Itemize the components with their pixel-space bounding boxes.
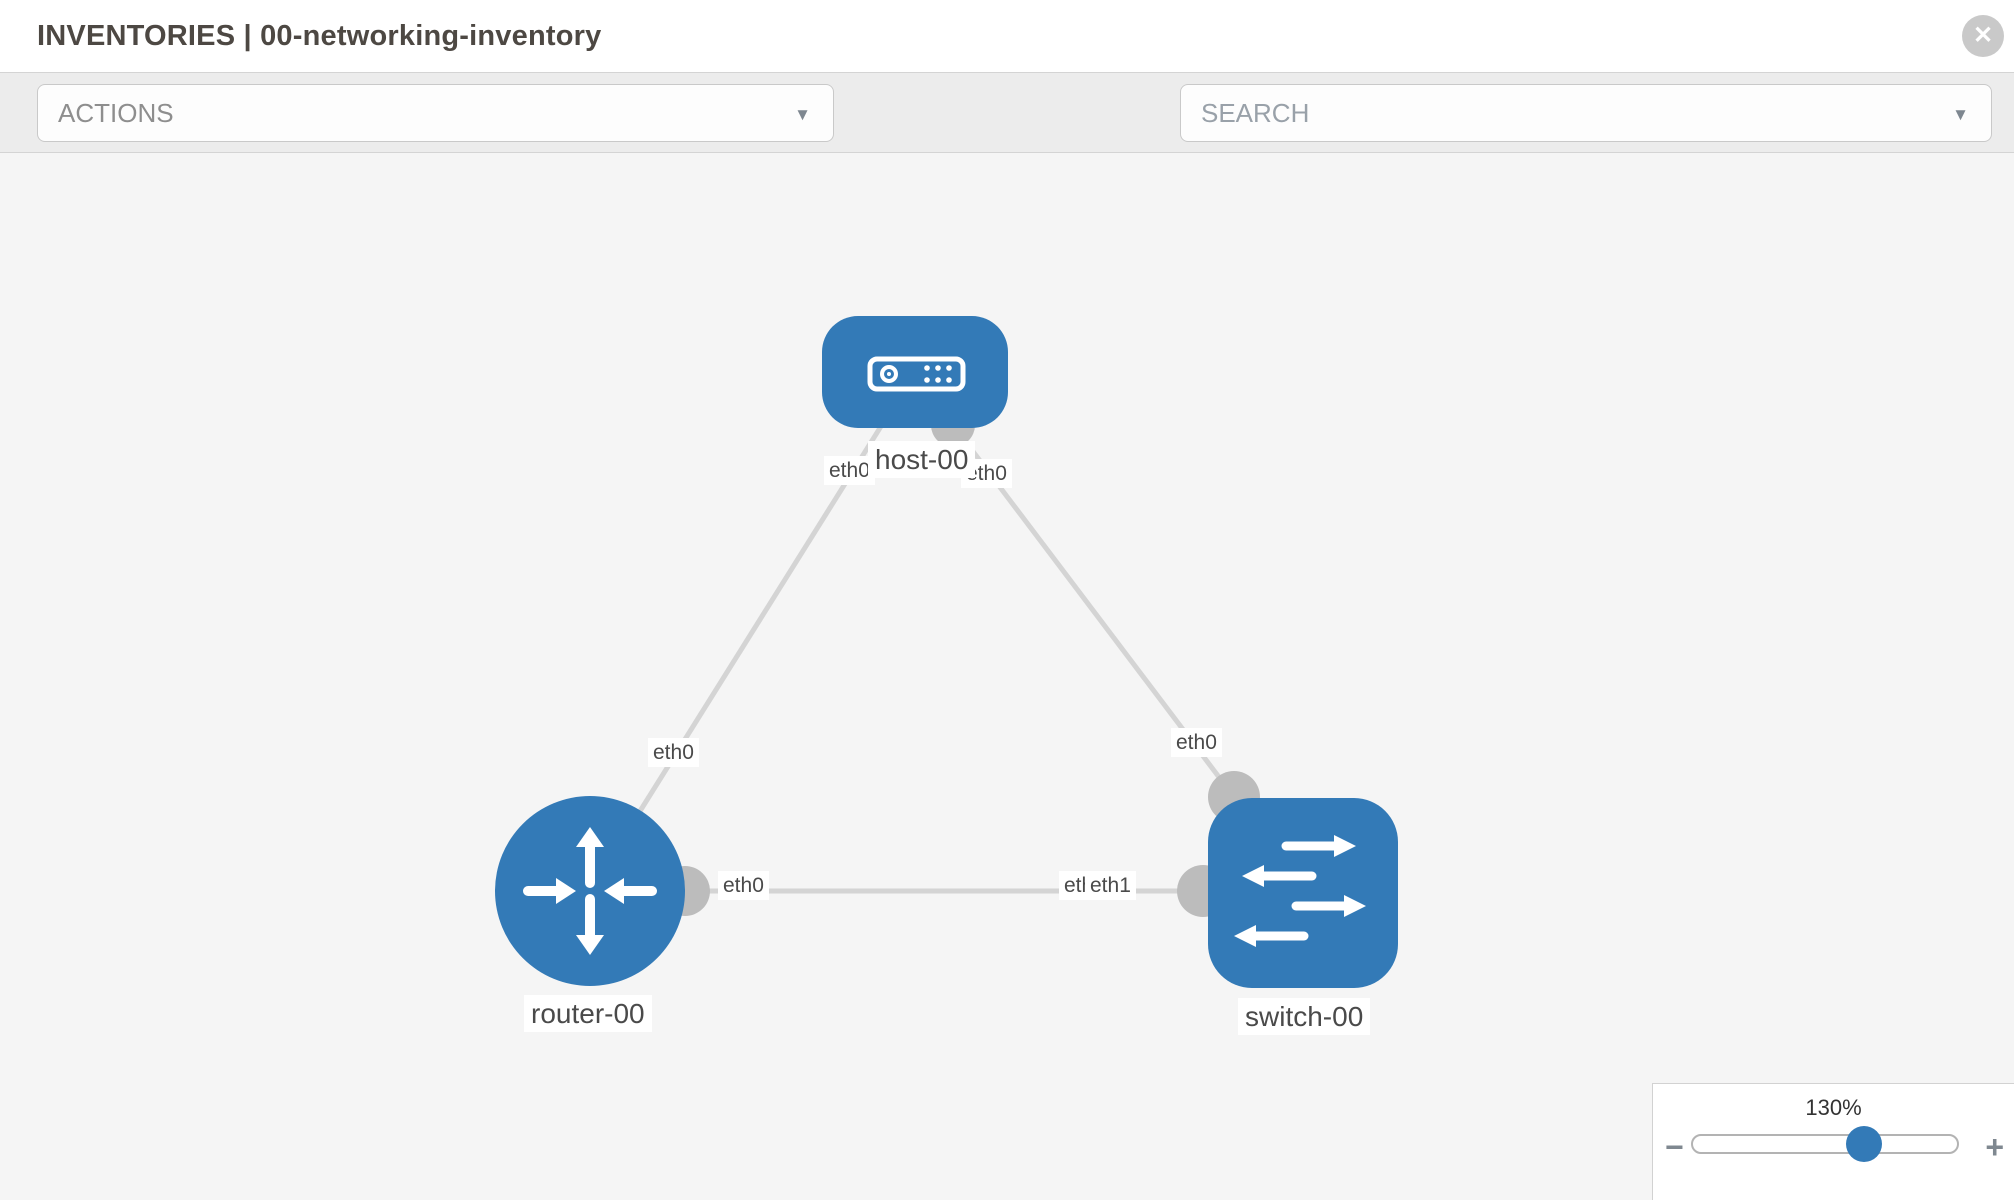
search-dropdown[interactable]: SEARCH ▼ bbox=[1180, 84, 1992, 142]
topology-canvas[interactable]: eth0 eth0 eth0 eth0 eth0 eth0 eth1 host-… bbox=[0, 153, 2014, 1200]
chevron-down-icon: ▼ bbox=[1952, 105, 1969, 124]
node-router-00[interactable] bbox=[495, 796, 685, 986]
zoom-control-panel: 130% − + bbox=[1652, 1083, 2014, 1200]
node-label-switch-00: switch-00 bbox=[1238, 998, 1371, 1035]
host-icon bbox=[867, 356, 966, 392]
actions-dropdown[interactable]: ACTIONS ▼ bbox=[37, 84, 834, 142]
node-label-router-00: router-00 bbox=[524, 995, 652, 1032]
zoom-level-value: 130% bbox=[1805, 1095, 1862, 1120]
chevron-down-icon: ▼ bbox=[794, 105, 811, 124]
router-icon bbox=[523, 827, 657, 955]
node-label-host-00: host-00 bbox=[868, 441, 976, 478]
search-placeholder: SEARCH bbox=[1201, 98, 1310, 128]
if-label-host-eth0-left: eth0 bbox=[824, 456, 875, 485]
if-label-router-eth0: eth0 bbox=[718, 871, 769, 900]
if-label-router-link-eth0: eth0 bbox=[648, 738, 699, 767]
if-label-switch-eth1: eth1 bbox=[1085, 871, 1136, 900]
if-label-host-eth0-right: eth0 bbox=[961, 459, 1012, 488]
zoom-in-button[interactable]: + bbox=[1985, 1129, 2004, 1165]
close-icon[interactable]: ✕ bbox=[1962, 15, 2004, 57]
actions-dropdown-label: ACTIONS bbox=[58, 98, 174, 128]
zoom-slider-thumb[interactable] bbox=[1846, 1126, 1882, 1162]
node-host-00[interactable] bbox=[822, 316, 1008, 428]
header: INVENTORIES | 00-networking-inventory ✕ bbox=[0, 0, 2014, 72]
zoom-out-button[interactable]: − bbox=[1665, 1129, 1684, 1165]
toolbar: ACTIONS ▼ SEARCH ▼ bbox=[0, 72, 2014, 202]
switch-icon bbox=[1234, 835, 1366, 947]
node-switch-00[interactable] bbox=[1208, 798, 1398, 988]
page-title: INVENTORIES | 00-networking-inventory bbox=[37, 20, 602, 52]
if-label-switch-link-eth0: eth0 bbox=[1171, 728, 1222, 757]
interface-connectors bbox=[660, 403, 1260, 917]
zoom-slider-track[interactable] bbox=[1691, 1126, 1959, 1162]
